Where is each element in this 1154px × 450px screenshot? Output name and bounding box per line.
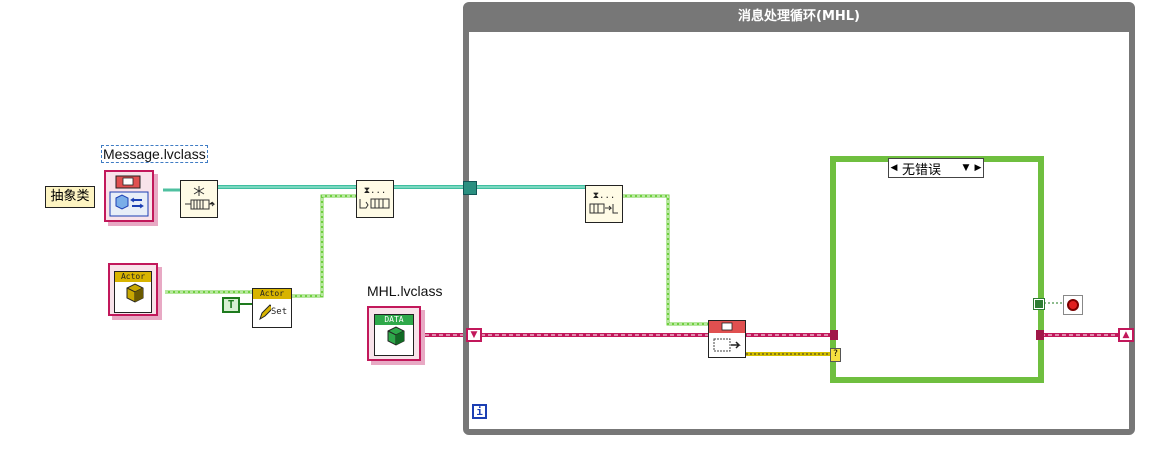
mhl-class-label: MHL.lvclass [367, 283, 443, 299]
actor-cube-icon [126, 283, 144, 303]
queue-wire [163, 185, 708, 326]
mhl-class-constant[interactable]: DATA [367, 306, 421, 361]
actor-wire [165, 194, 356, 305]
case-selector-terminal[interactable]: ? [830, 348, 841, 362]
true-boolean-constant[interactable]: T [222, 297, 240, 313]
case-prev-arrow-icon[interactable]: ◀ [890, 163, 898, 173]
iteration-terminal[interactable]: i [472, 404, 487, 419]
message-class-label: Message.lvclass [101, 145, 208, 163]
case-selector[interactable]: ◀ 无错误 ▼ ▶ [888, 158, 984, 178]
obtain-queue-node[interactable] [180, 180, 218, 218]
actor-set-text: Set [270, 307, 288, 317]
dequeue-icon [589, 203, 618, 214]
message-class-icon [109, 175, 149, 217]
mhl-cube-icon [387, 326, 405, 346]
loop-stop-terminal[interactable] [1063, 295, 1083, 315]
dequeue-node[interactable]: ⧗... [585, 185, 623, 223]
case-structure-body [836, 162, 1038, 377]
shift-register-right[interactable]: ▲ [1118, 328, 1134, 342]
shift-register-left[interactable]: ▼ [466, 328, 482, 342]
actor-set-header: Actor [253, 289, 291, 299]
queue-tunnel[interactable] [463, 181, 477, 195]
abstract-class-constant[interactable]: 抽象类 [45, 186, 95, 208]
case-output-tunnel-class[interactable] [1036, 330, 1044, 340]
case-dropdown-icon[interactable]: ▼ [962, 163, 970, 173]
enqueue-label: ⧗... [363, 186, 387, 196]
dispatch-message-icon [709, 321, 745, 352]
actor-class-constant[interactable]: Actor [108, 263, 158, 316]
while-loop-title: 消息处理循环(MHL) [738, 9, 860, 24]
mhl-data-header: DATA [375, 315, 413, 325]
actor-set-node[interactable]: Actor Set [252, 288, 292, 328]
case-output-tunnel-bool[interactable] [1033, 298, 1045, 310]
case-selector-value: 无错误 [902, 162, 942, 178]
actor-header: Actor [115, 272, 151, 282]
dequeue-label: ⧗... [592, 191, 616, 201]
stop-icon [1067, 299, 1079, 311]
message-class-constant[interactable] [104, 170, 154, 222]
case-input-tunnel-class[interactable] [830, 330, 838, 340]
dispatch-message-node[interactable] [708, 320, 746, 358]
enqueue-node[interactable]: ⧗... [356, 180, 394, 218]
enqueue-icon [359, 198, 390, 209]
while-loop-frame[interactable] [463, 2, 1135, 435]
case-next-arrow-icon[interactable]: ▶ [974, 163, 982, 173]
pencil-icon [258, 304, 271, 321]
obtain-queue-icon [185, 186, 216, 210]
